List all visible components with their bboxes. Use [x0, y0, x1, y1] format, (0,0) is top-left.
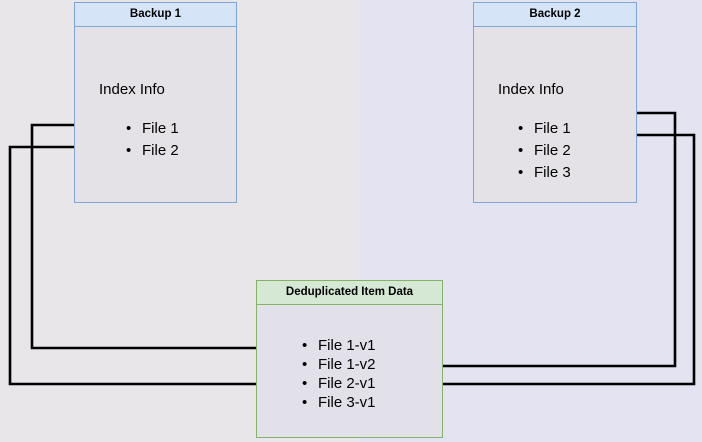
list-item: File 2-v1 [302, 374, 376, 393]
list-item: File 1 [126, 118, 179, 140]
backup1-file-list: File 1 File 2 [126, 118, 179, 162]
backup2-file-list: File 1 File 2 File 3 [518, 118, 571, 184]
node-dedup-body: File 1-v1 File 1-v2 File 2-v1 File 3-v1 [257, 305, 442, 437]
backup1-index-info-label: Index Info [99, 81, 165, 98]
node-backup1[interactable]: Backup 1 Index Info File 1 File 2 [74, 2, 237, 203]
node-backup2[interactable]: Backup 2 Index Info File 1 File 2 File 3 [473, 2, 637, 203]
edge-backup2-file2-to-file2v1 [399, 133, 696, 388]
node-backup1-body: Index Info File 1 File 2 [75, 27, 236, 202]
dedup-item-list: File 1-v1 File 1-v2 File 2-v1 File 3-v1 [302, 336, 376, 412]
node-deduplicated-item-data[interactable]: Deduplicated Item Data File 1-v1 File 1-… [256, 280, 443, 438]
list-item: File 1-v1 [302, 336, 376, 355]
node-dedup-header: Deduplicated Item Data [257, 281, 442, 305]
node-backup2-header: Backup 2 [474, 3, 636, 27]
node-backup2-body: Index Info File 1 File 2 File 3 [474, 27, 636, 202]
list-item: File 2 [518, 140, 571, 162]
list-item: File 3 [518, 162, 571, 184]
backup2-index-info-label: Index Info [498, 81, 564, 98]
list-item: File 2 [126, 140, 179, 162]
list-item: File 3-v1 [302, 393, 376, 412]
list-item: File 1-v2 [302, 355, 376, 374]
list-item: File 1 [518, 118, 571, 140]
node-backup1-header: Backup 1 [75, 3, 236, 27]
edge-backup1-file2-to-file2v1 [8, 145, 301, 388]
